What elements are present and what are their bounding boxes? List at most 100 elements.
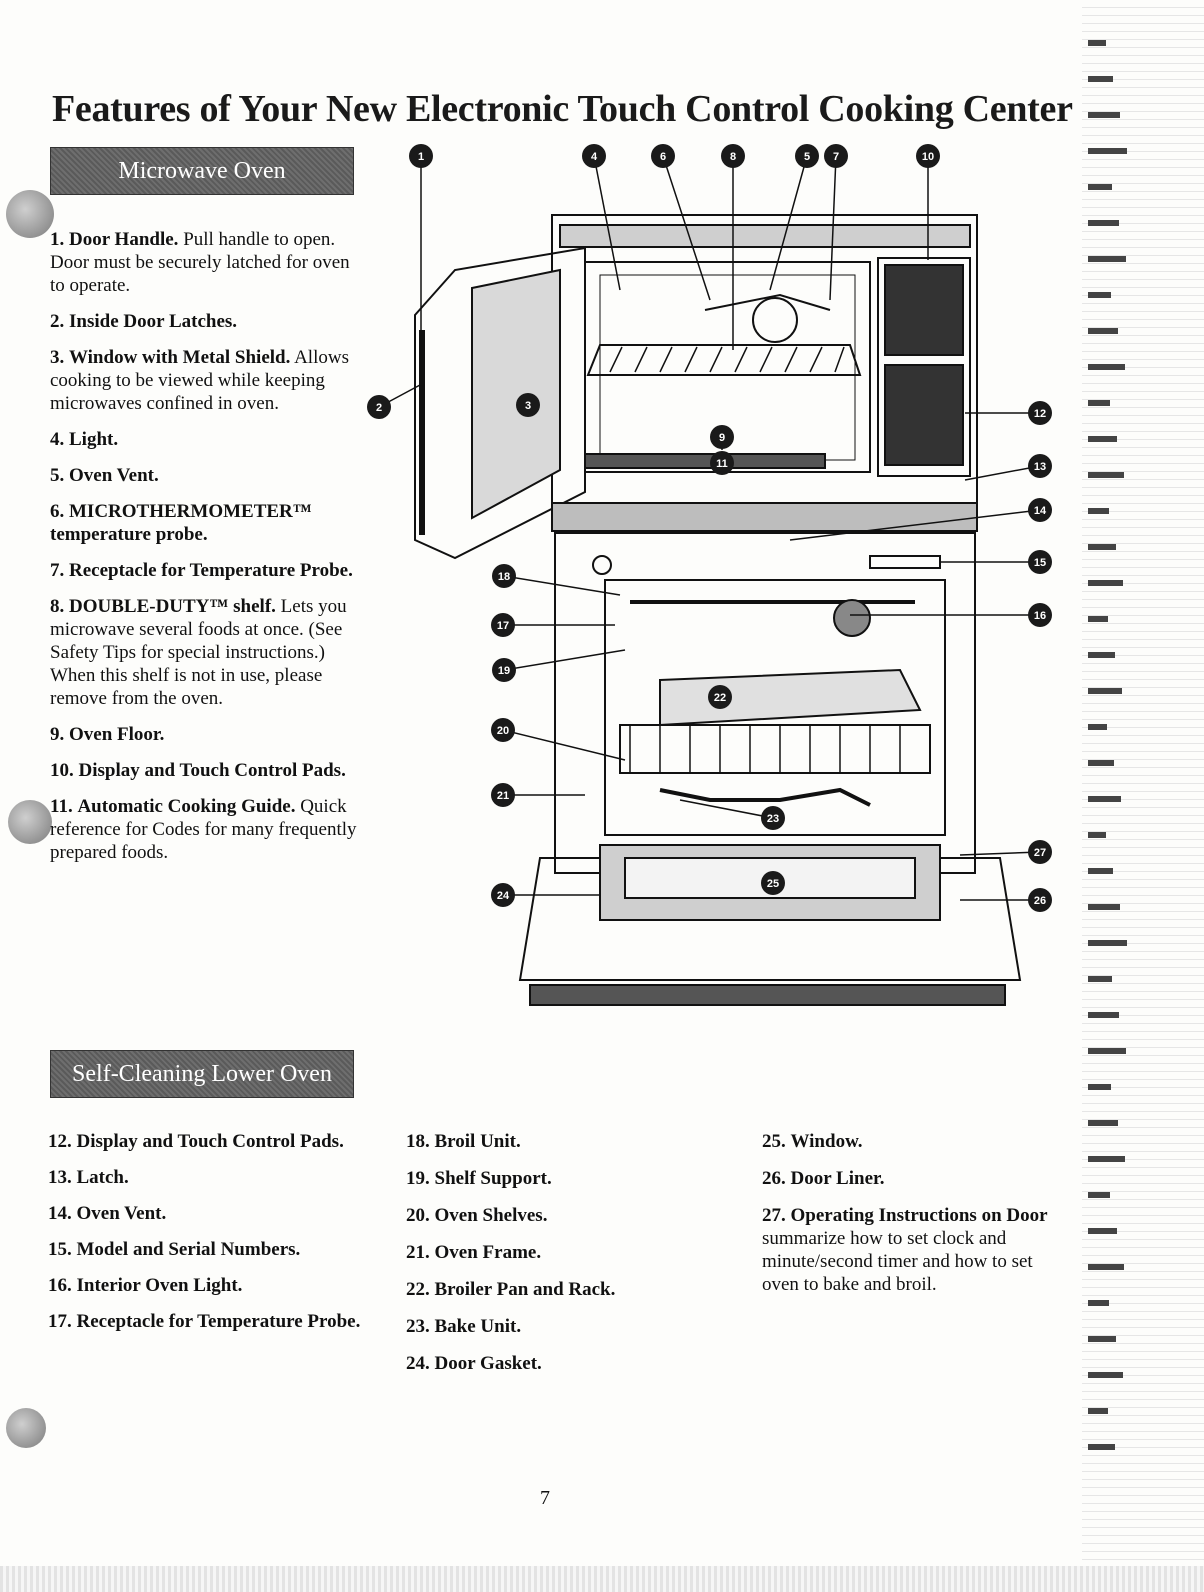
scan-artifact [1088,148,1127,154]
scan-artifact [1088,400,1110,406]
callout-marker [1028,498,1052,522]
scan-artifact [1088,256,1126,262]
microwave-control-panel [877,257,971,477]
feature-item: 21. Oven Frame. [406,1242,542,1263]
scan-artifact [1088,1120,1118,1126]
callout-leader-line [959,851,1041,856]
feature-item: 5. Oven Vent. [50,465,159,486]
callout-marker [916,144,940,168]
oven-shelf-lower [619,724,931,774]
callout-marker [492,658,516,682]
callout-number: 14 [1034,505,1047,517]
callout-number: 13 [1034,461,1046,473]
callout-number: 8 [730,151,736,163]
scan-artifact [1088,688,1122,694]
microwave-section-heading: Microwave Oven [50,147,354,195]
feature-item: 6. MICROTHERMOMETER™ temperature probe. [50,501,312,545]
scan-artifact [1088,364,1125,370]
scan-artifact [1088,508,1109,514]
callout-leader-line [679,799,774,819]
page-number: 7 [540,1487,550,1509]
temperature-probe [752,297,798,343]
feature-item: 25. Window. [762,1131,863,1152]
feature-item: 22. Broiler Pan and Rack. [406,1279,616,1300]
scan-artifact [1088,1300,1109,1306]
callout-number: 9 [719,432,725,444]
scan-artifact [1088,184,1112,190]
callout-marker [761,806,785,830]
callout-marker [1028,550,1052,574]
callout-number: 12 [1034,408,1046,420]
scan-artifact [1088,1048,1126,1054]
feature-item: 11. Automatic Cooking Guide. Quick refer… [50,796,357,863]
feature-item: 3. Window with Metal Shield. Allows cook… [50,347,349,414]
scan-artifact [1088,760,1114,766]
callout-leader-line [829,155,837,301]
scan-artifact [1088,652,1115,658]
callout-number: 21 [497,790,509,802]
callout-leader-line [769,155,808,291]
callout-marker [491,783,515,807]
callout-number: 27 [1034,847,1046,859]
callout-leader-line [662,155,711,301]
scan-artifact [1088,796,1121,802]
feature-item: 19. Shelf Support. [406,1168,552,1189]
scan-artifact [1088,868,1113,874]
scan-artifact [1088,904,1120,910]
scan-artifact [1088,76,1113,82]
callout-number: 18 [498,571,510,583]
scan-artifact [1088,976,1112,982]
feature-item: 23. Bake Unit. [406,1316,522,1337]
bake-unit [659,787,871,807]
callout-leader-line [503,575,621,596]
scan-artifact [1088,1228,1117,1234]
callout-marker [367,395,391,419]
touch-pads-upper [884,264,964,356]
scan-artifact [1088,112,1120,118]
callout-number: 7 [833,151,839,163]
callout-number: 25 [767,878,779,890]
callout-marker [491,883,515,907]
callout-number: 17 [497,620,509,632]
feature-item: 14. Oven Vent. [48,1203,167,1224]
scan-artifact [1088,1156,1125,1162]
callout-marker [516,393,540,417]
scan-artifact [1088,328,1118,334]
callout-marker [721,144,745,168]
callout-number: 16 [1034,610,1046,622]
scan-bottom-noise [0,1566,1204,1592]
feature-item: 26. Door Liner. [762,1168,885,1189]
callout-number: 23 [767,813,779,825]
feature-item: 15. Model and Serial Numbers. [48,1239,301,1260]
oven-base-grille [529,984,1006,1006]
scan-artifact [1088,832,1106,838]
callout-leader-line [789,509,1041,541]
page-title: Features of Your New Electronic Touch Co… [52,88,1073,131]
scan-artifact [1088,1012,1119,1018]
callout-number: 1 [418,151,424,163]
feature-item: 1. Door Handle. Pull handle to open. Doo… [50,229,350,296]
callout-leader-line [502,729,626,761]
callout-marker [492,564,516,588]
callout-marker [710,425,734,449]
feature-item: 20. Oven Shelves. [406,1205,548,1226]
callout-number: 6 [660,151,666,163]
feature-item: 13. Latch. [48,1167,129,1188]
scan-artifact [1088,580,1123,586]
callout-number: 5 [804,151,810,163]
scan-artifact [1088,1084,1111,1090]
callout-number: 20 [497,725,509,737]
interior-oven-light [833,599,871,637]
feature-item: 2. Inside Door Latches. [50,311,238,332]
scan-artifact [1088,940,1127,946]
feature-item: 7. Receptacle for Temperature Probe. [50,560,353,581]
callout-marker [651,144,675,168]
microwave-features-list: 1. Door Handle. Pull handle to open. Doo… [50,228,360,877]
lower-oven-features-col2: 18. Broil Unit. 19. Shelf Support. 20. O… [406,1130,726,1389]
double-duty-shelf [586,344,862,376]
callout-number: 24 [497,890,510,902]
scan-artifact [1088,616,1108,622]
scan-artifact [1088,1444,1115,1450]
scan-artifact [1088,1192,1110,1198]
callout-number: 26 [1034,895,1046,907]
